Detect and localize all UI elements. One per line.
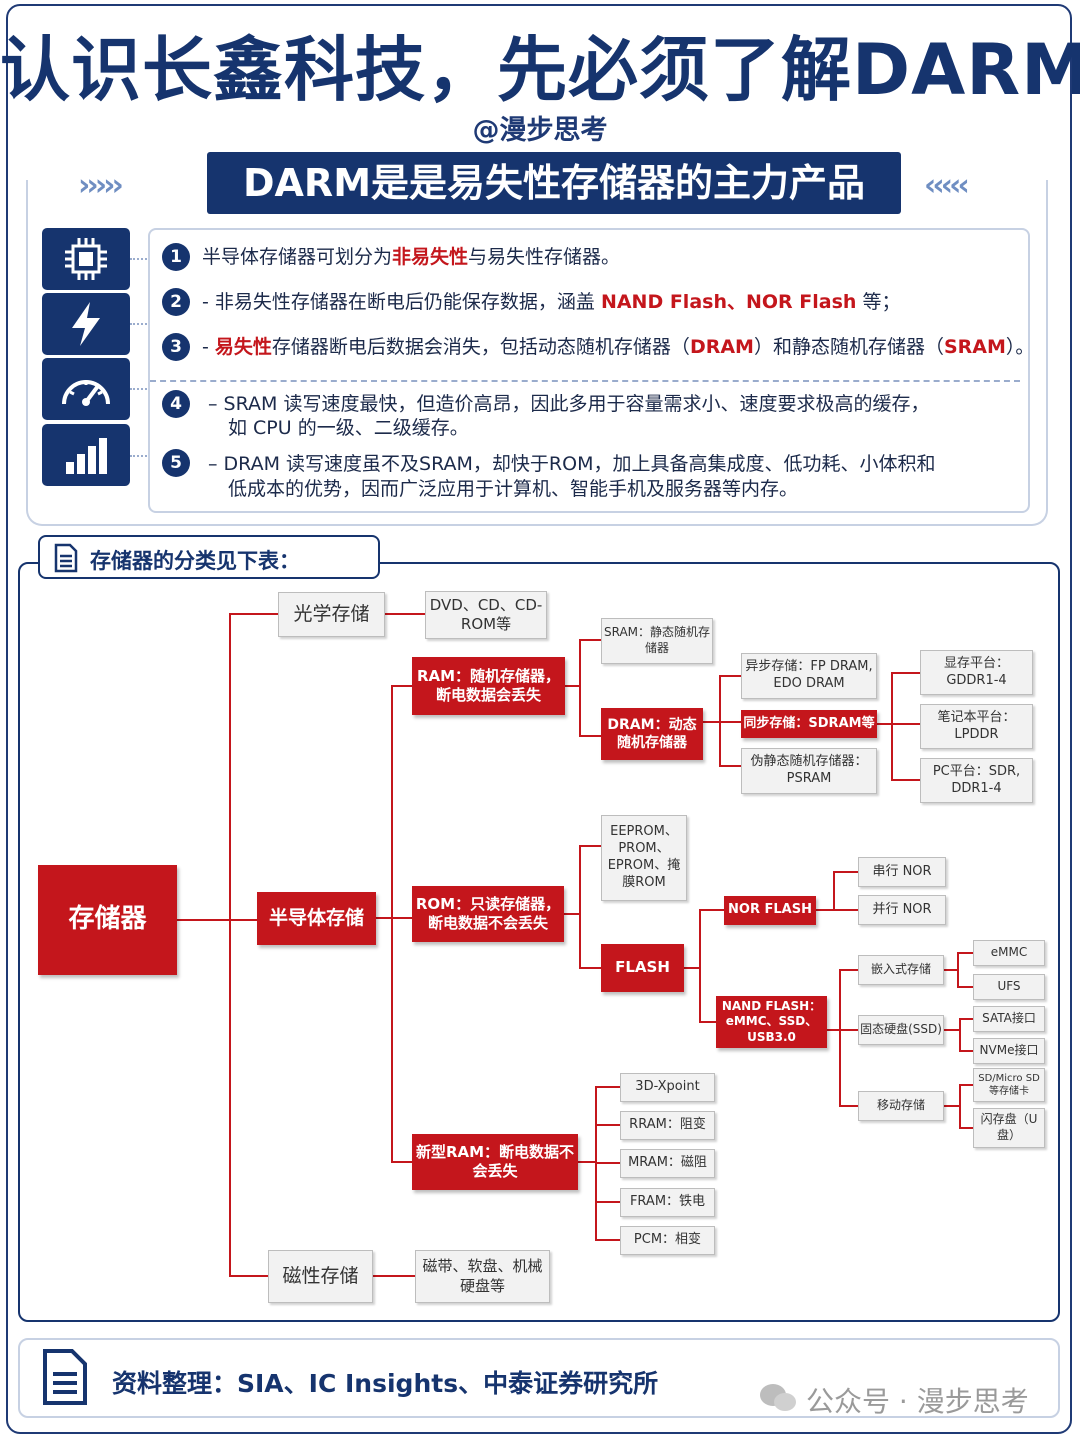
- node-magnetic: 磁性存储: [268, 1250, 373, 1303]
- lightning-icon: [42, 293, 130, 355]
- node-eeprom: EEPROM、PROM、EPROM、掩膜ROM: [601, 815, 687, 901]
- point-number: 3: [162, 333, 190, 361]
- node-magnetic-items: 磁带、软盘、机械硬盘等: [415, 1250, 550, 1303]
- node-pc-platform: PC平台：SDR, DDR1-4: [920, 758, 1033, 803]
- node-mobile: 移动存储: [858, 1091, 944, 1121]
- points-panel: [148, 228, 1030, 513]
- author-handle: @漫步思考: [472, 115, 608, 146]
- watermark: 公众号 · 漫步思考: [806, 1385, 1029, 1418]
- node-rram: RRAM：阻变: [620, 1111, 715, 1140]
- node-async: 异步存储：FP DRAM, EDO DRAM: [741, 653, 877, 699]
- node-usb-drive: 闪存盘（U盘）: [973, 1108, 1045, 1148]
- chip-icon: [42, 228, 130, 290]
- page-title: 认识长鑫科技，先必须了解DARM: [0, 29, 1080, 111]
- point-4-line-1: – SRAM 读写速度最快，但造价高昂，因此多用于容量需求小、速度要求极高的缓存…: [208, 393, 930, 415]
- node-root: 存储器: [38, 865, 177, 975]
- connector-dots: [130, 388, 150, 390]
- source-note: 资料整理：SIA、IC Insights、中泰证券研究所: [112, 1369, 659, 1398]
- arrows-right-icon: ›››››: [78, 168, 124, 203]
- node-nvme: NVMe接口: [973, 1038, 1045, 1064]
- section-label-text: 存储器的分类见下表：: [90, 549, 300, 573]
- point-2-text: - 非易失性存储器在断电后仍能保存数据，涵盖 NAND Flash、NOR Fl…: [202, 291, 901, 313]
- node-parallel-nor: 并行 NOR: [858, 895, 946, 925]
- node-optical-items: DVD、CD、CD-ROM等: [425, 591, 547, 639]
- node-serial-nor: 串行 NOR: [858, 857, 946, 887]
- node-3d-xpoint: 3D-Xpoint: [620, 1073, 715, 1102]
- node-sram: SRAM：静态随机存储器: [601, 618, 713, 664]
- wechat-icon: [760, 1384, 796, 1411]
- node-emmc: eMMC: [973, 940, 1045, 966]
- node-optical: 光学存储: [278, 592, 385, 637]
- node-sd-card: SD/Micro SD等存储卡: [973, 1068, 1045, 1102]
- node-nor-flash: NOR FLASH: [724, 896, 816, 925]
- bar-chart-icon: [42, 424, 130, 486]
- node-ssd: 固态硬盘(SSD): [858, 1015, 944, 1045]
- diagram-frame: [18, 562, 1060, 1322]
- node-ram: RAM：随机存储器，断电数据会丢失: [412, 657, 565, 715]
- point-5-line-2: 低成本的优势，因而广泛应用于计算机、智能手机及服务器等内存。: [228, 478, 799, 500]
- footer-panel: [18, 1338, 1060, 1418]
- connector-dots: [130, 455, 150, 457]
- document-icon: [43, 1349, 87, 1405]
- node-mram: MRAM：磁阻: [620, 1149, 715, 1178]
- connector-dots: [130, 323, 150, 325]
- node-gpu-platform: 显存平台：GDDR1-4: [920, 650, 1033, 695]
- document-icon: [54, 543, 78, 573]
- page-frame: [6, 4, 1072, 1434]
- summary-panel: [26, 180, 1048, 526]
- speedometer-icon: [42, 358, 130, 420]
- node-rom: ROM：只读存储器，断电数据不会丢失: [412, 886, 564, 942]
- node-dram: DRAM：动态随机存储器: [601, 708, 703, 760]
- node-pcm: PCM：相变: [620, 1226, 715, 1255]
- connector-dots: [130, 258, 150, 260]
- point-number: 5: [162, 449, 190, 477]
- node-sata: SATA接口: [973, 1006, 1045, 1032]
- point-number: 4: [162, 390, 190, 418]
- point-4-line-2: 如 CPU 的一级、二级缓存。: [228, 417, 469, 439]
- node-flash: FLASH: [601, 944, 684, 992]
- node-psram: 伪静态随机存储器：PSRAM: [741, 748, 877, 794]
- node-new-ram: 新型RAM：断电数据不会丢失: [412, 1134, 578, 1190]
- point-1-text: 半导体存储器可划分为非易失性与易失性存储器。: [202, 246, 621, 268]
- point-3-text: - 易失性存储器断电后数据会消失，包括动态随机存储器（DRAM）和静态随机存储器…: [202, 336, 1035, 358]
- node-semiconductor: 半导体存储: [257, 892, 376, 945]
- point-number: 1: [162, 243, 190, 271]
- node-ufs: UFS: [973, 974, 1045, 1000]
- node-nand-flash: NAND FLASH：eMMC、SSD、USB3.0: [716, 996, 827, 1048]
- points-divider: [150, 380, 1020, 382]
- node-laptop-platform: 笔记本平台：LPDDR: [920, 704, 1033, 749]
- node-sync: 同步存储：SDRAM等: [741, 710, 877, 738]
- node-fram: FRAM：铁电: [620, 1188, 715, 1217]
- section-label: 存储器的分类见下表：: [38, 535, 380, 579]
- point-number: 2: [162, 288, 190, 316]
- node-embedded: 嵌入式存储: [858, 955, 944, 985]
- arrows-left-icon: ‹‹‹‹‹: [924, 168, 970, 203]
- point-5-line-1: – DRAM 读写速度虽不及SRAM，却快于ROM，加上具备高集成度、低功耗、小…: [208, 453, 936, 475]
- section-banner: DARM是是易失性存储器的主力产品: [207, 152, 901, 214]
